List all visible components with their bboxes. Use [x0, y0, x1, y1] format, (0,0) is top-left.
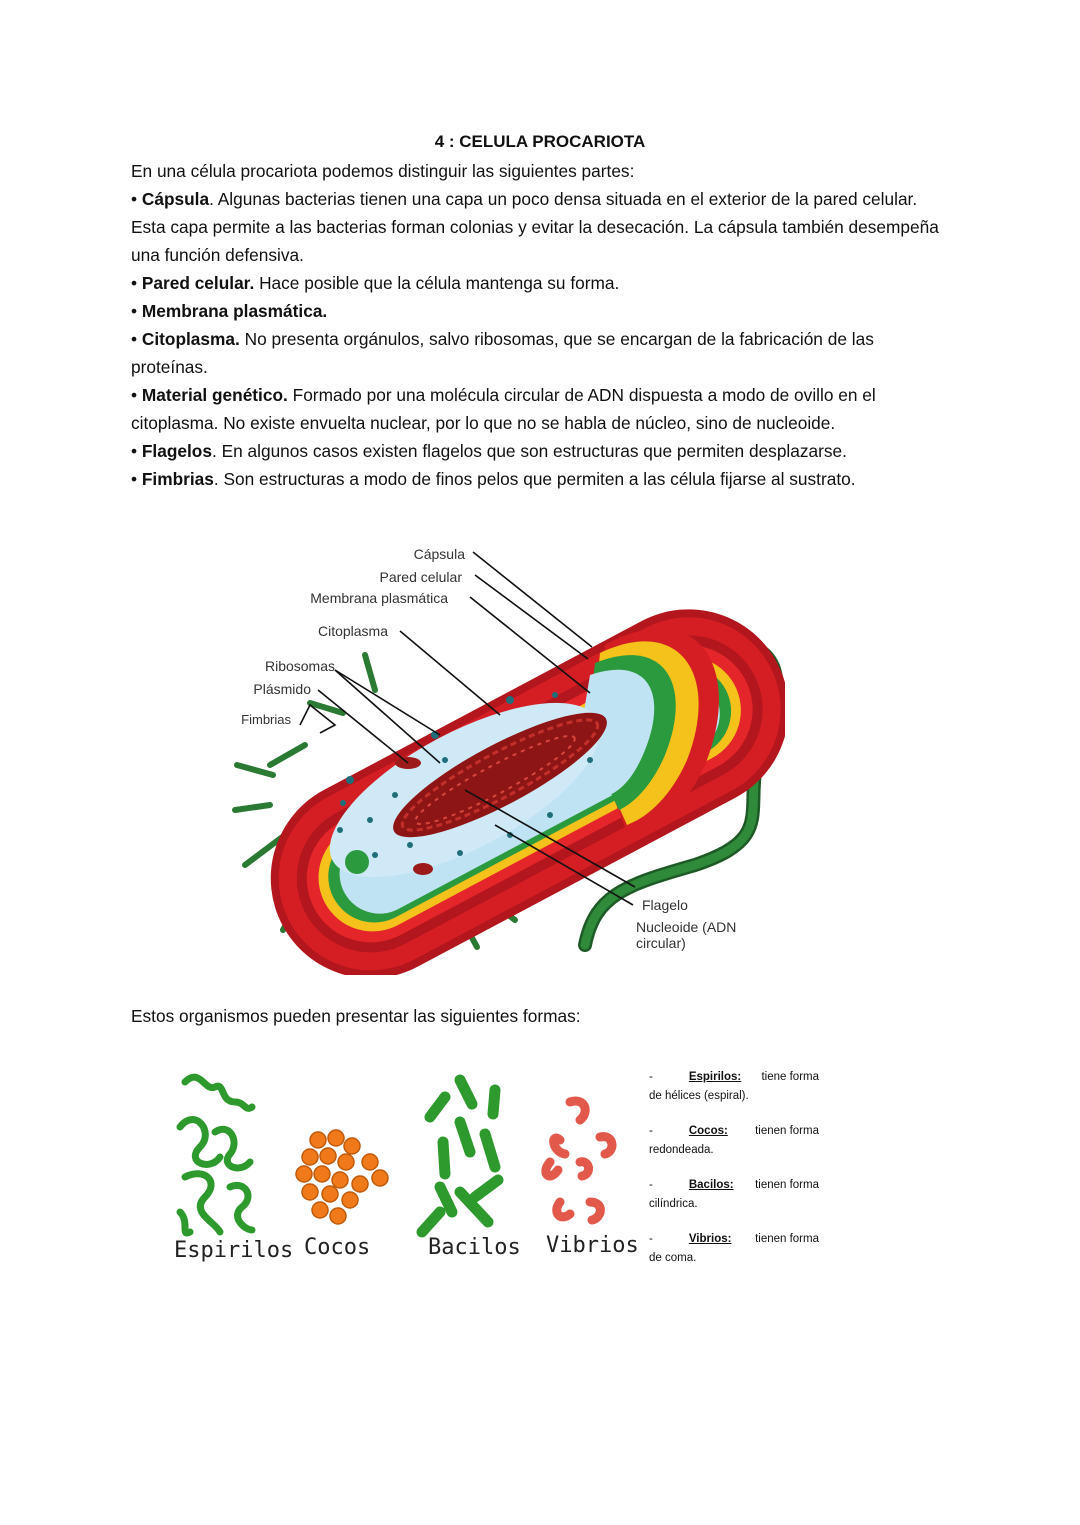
shapes-intro: Estos organismos pueden presentar las si… [131, 1006, 581, 1026]
label-capsula: Cápsula [414, 546, 466, 562]
prokaryote-diagram: Cápsula Pared celular Membrana plasmátic… [232, 546, 785, 975]
list-dash: - [649, 1179, 653, 1191]
part-desc: Hace posible que la célula mantenga su f… [254, 273, 620, 293]
list-dash: - [649, 1233, 653, 1245]
shape-desc-cont: redondeada. [649, 1144, 714, 1156]
label-pared-celular: Pared celular [380, 569, 463, 585]
plasmid [413, 863, 433, 875]
shape-term: Vibrios: [688, 1233, 732, 1245]
part-term: Citoplasma. [141, 329, 240, 349]
cocos-drawing [295, 1129, 389, 1225]
shape-desc: tienen forma [755, 1233, 819, 1245]
bacilos-drawing [416, 1074, 504, 1238]
shape-desc: tienen forma [755, 1179, 819, 1191]
label-fimbrias: Fimbrias [241, 712, 291, 727]
inclusion-body [345, 850, 369, 874]
vibrios-drawing [541, 1096, 617, 1225]
page-title: 4 : CELULA PROCARIOTA [434, 132, 646, 151]
shape-term: Cocos: [688, 1125, 728, 1137]
part-pared: • Pared celular. Hace posible que la cél… [131, 273, 620, 293]
part-desc: . Algunas bacterias tienen una capa un p… [131, 189, 939, 265]
shape-item-vibrios: - Vibrios: tienen forma de coma. [649, 1230, 819, 1268]
caption-cocos: Cocos [304, 1235, 370, 1260]
intro-paragraph: En una célula procariota podemos disting… [131, 161, 635, 181]
shape-item-espirilos: - Espirilos: tiene forma de hélices (espir… [649, 1068, 819, 1106]
part-membrana: • Membrana plasmática. [131, 301, 328, 321]
part-citoplasma: • Citoplasma. No presenta orgánulos, sal… [131, 329, 874, 377]
caption-espirilos: Espirilos [174, 1238, 293, 1263]
label-plasmido: Plásmido [253, 681, 311, 697]
part-term: Flagelos [141, 441, 212, 461]
shape-item-cocos: - Cocos: tienen forma redondeada. [649, 1122, 819, 1160]
label-membrana: Membrana plasmática [310, 590, 448, 606]
part-term: Pared celular. [141, 273, 255, 293]
part-desc: . En algunos casos existen flagelos que … [211, 441, 847, 461]
list-dash: - [649, 1125, 653, 1137]
shape-item-bacilos: - Bacilos: tienen forma cilíndrica. [649, 1176, 819, 1214]
part-desc: No presenta orgánulos, salvo ribosomas, … [131, 329, 874, 377]
label-ribosomas: Ribosomas [265, 658, 335, 674]
part-flagelos: • Flagelos. En algunos casos existen fla… [131, 441, 847, 461]
part-desc: Formado por una molécula circular de ADN… [131, 385, 876, 433]
label-nucleoide-2: circular) [636, 935, 686, 951]
shape-descriptions: - Espirilos: tiene forma de hélices (espir… [649, 1068, 819, 1284]
bacteria-shapes-figure: Espirilos Cocos Bacilos Vibrios [174, 1073, 639, 1263]
shape-desc: tienen forma [755, 1125, 819, 1137]
part-term: Material genético. [141, 385, 288, 405]
espirilos-drawing [176, 1073, 256, 1237]
shape-term: Espirilos: [688, 1071, 742, 1083]
part-material: • Material genético. Formado por una mol… [131, 385, 876, 433]
shape-desc-cont: cilíndrica. [649, 1198, 698, 1210]
part-term: Membrana plasmática. [141, 301, 328, 321]
body-text: En una célula procariota podemos disting… [131, 157, 941, 493]
shape-term: Bacilos: [688, 1179, 734, 1191]
part-fimbrias: • Fimbrias. Son estructuras a modo de fi… [131, 469, 856, 489]
shape-desc: tiene forma [761, 1071, 819, 1083]
part-term: Fimbrias [141, 469, 214, 489]
label-nucleoide-1: Nucleoide (ADN [636, 919, 736, 935]
shape-desc-cont: de coma. [649, 1252, 697, 1264]
part-capsula: • Cápsula. Algunas bacterias tienen una … [131, 189, 939, 265]
caption-bacilos: Bacilos [428, 1235, 521, 1260]
shape-desc-cont: de hélices (espiral). [649, 1090, 749, 1102]
caption-vibrios: Vibrios [546, 1233, 639, 1258]
nucleoid [393, 712, 607, 838]
list-dash: - [649, 1071, 653, 1083]
part-term: Cápsula [141, 189, 210, 209]
label-citoplasma: Citoplasma [318, 623, 388, 639]
label-flagelo: Flagelo [642, 897, 688, 913]
part-desc: . Son estructuras a modo de finos pelos … [213, 469, 856, 489]
